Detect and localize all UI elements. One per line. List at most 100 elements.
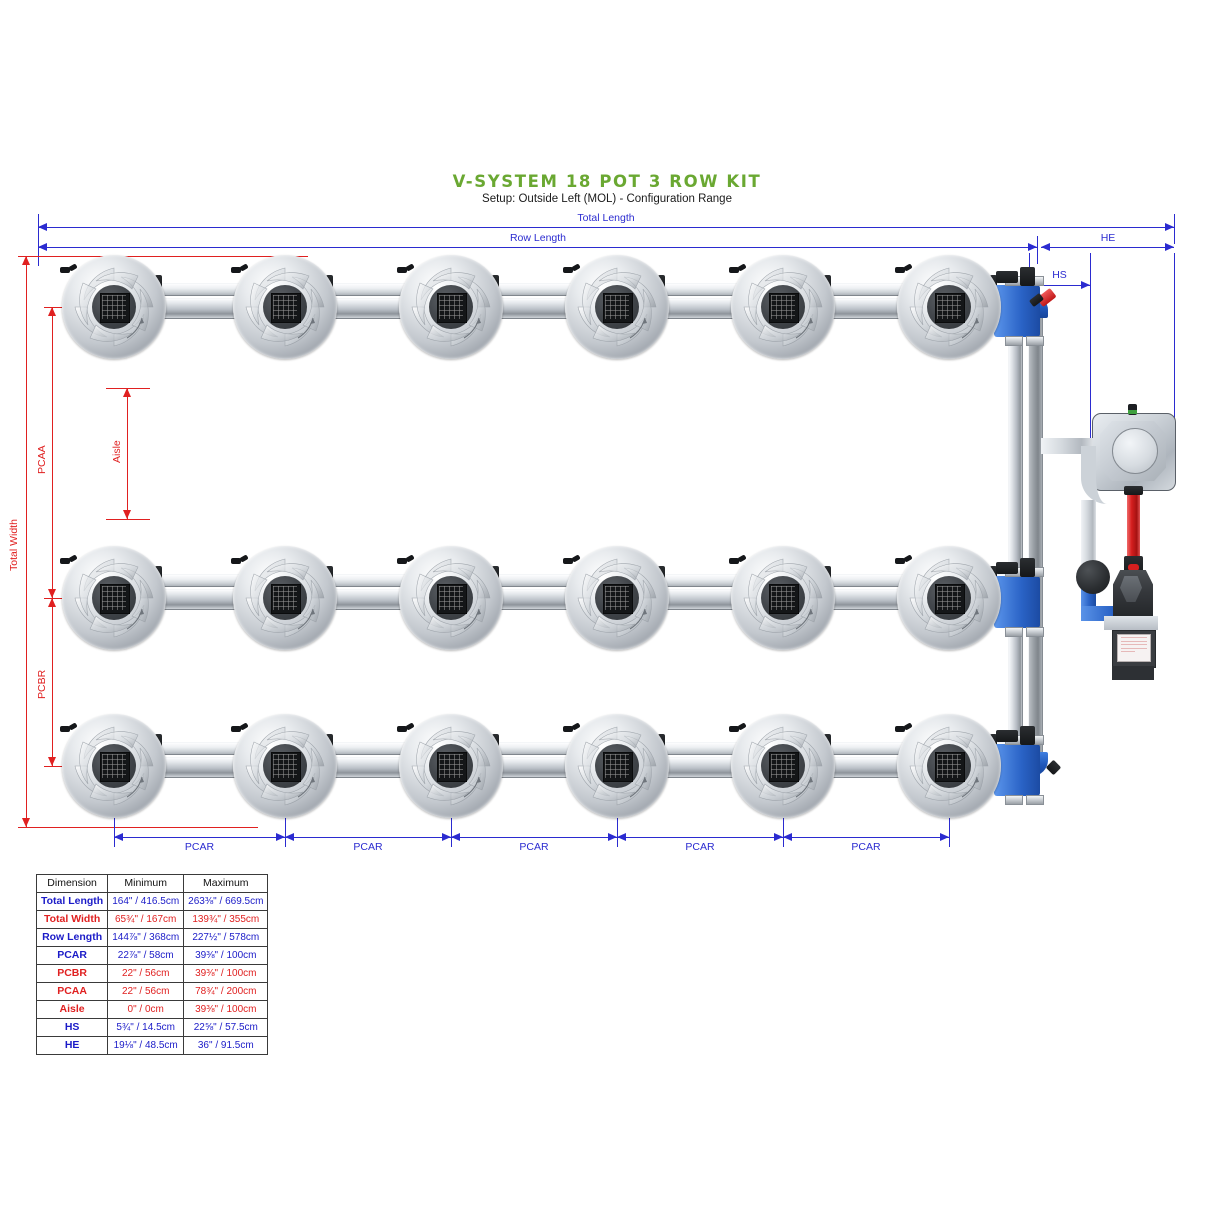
row-3-max: 39⅜" / 100cm [183, 946, 269, 965]
row-4-min: 22" / 56cm [107, 964, 185, 983]
pot-center-grid [102, 754, 126, 778]
row-5-max: 78¾" / 200cm [183, 982, 269, 1001]
pot-valve-fitting [729, 263, 749, 274]
dimline-aisle [127, 388, 128, 519]
row-8-name: HE [35, 1036, 109, 1055]
feed-pipe-bend [1081, 446, 1128, 504]
row-1-min: 65¾" / 167cm [107, 910, 185, 929]
controller-display [1117, 634, 1151, 662]
pot-r2-c5 [729, 546, 835, 650]
table-row: Total Length 164" / 416.5cm 263⅜" / 669.… [35, 892, 269, 911]
pot-swirl-pattern [577, 726, 657, 806]
label-total-width: Total Width [8, 519, 20, 571]
arrow-pcar-4-right [774, 833, 783, 841]
row-7-min: 5¾" / 14.5cm [107, 1018, 185, 1037]
feed-pipe-horizontal [1041, 438, 1093, 454]
pot-center-grid [102, 586, 126, 610]
ext-line-tw-top [18, 256, 308, 257]
dimline-pcar-1 [114, 837, 285, 838]
pot-valve-fitting [895, 263, 915, 274]
arrow-pcaa-bottom [48, 589, 56, 598]
pot-swirl-pattern [577, 558, 657, 638]
page-subtitle: Setup: Outside Left (MOL) - Configuratio… [482, 193, 732, 205]
pot-r1-c4 [563, 255, 669, 359]
pot-r1-c2 [231, 255, 337, 359]
ext-line-aisle-bottom [106, 519, 150, 520]
pot-valve-fitting [895, 554, 915, 565]
label-pcbr: PCBR [36, 669, 48, 699]
pot-center-grid [273, 754, 297, 778]
pot-valve-fitting [231, 554, 251, 565]
pot-swirl-pattern [245, 267, 325, 347]
pot-swirl-pattern [743, 558, 823, 638]
pot-valve-fitting [563, 722, 583, 733]
pot-r3-c6 [895, 714, 1001, 818]
dimline-pcar-3 [451, 837, 617, 838]
arrow-pcaa-top [48, 307, 56, 316]
pot-r1-c3 [397, 255, 503, 359]
label-he: HE [1100, 232, 1116, 244]
arrow-pcbr-top [48, 598, 56, 607]
row-3-clamp-bot-b [1026, 795, 1044, 805]
pot-r2-c3 [397, 546, 503, 650]
pot-r2-c2 [231, 546, 337, 650]
pot-center-grid [273, 295, 297, 319]
label-pcar-5: PCAR [851, 841, 881, 853]
row-2-riser-valve-stem [1020, 558, 1035, 577]
tank-vent-ring [1128, 410, 1137, 414]
pump-impeller-disc [1076, 560, 1110, 594]
pot-center-grid [771, 586, 795, 610]
pot-swirl-pattern [743, 267, 823, 347]
arrow-pcar-1-left [114, 833, 123, 841]
ext-line-tl-left [38, 214, 39, 266]
pot-r1-c1 [60, 255, 166, 359]
pot-r3-c2 [231, 714, 337, 818]
row-8-min: 19⅛" / 48.5cm [107, 1036, 185, 1055]
dimline-pcar-5 [783, 837, 949, 838]
dimline-row-length [38, 247, 1037, 248]
feed-pipe-vertical [1081, 500, 1096, 568]
row-2-max: 227½" / 578cm [183, 928, 269, 947]
row-1-riser-valve-stem [1020, 267, 1035, 286]
arrow-he-right [1165, 243, 1174, 251]
pot-r3-c4 [563, 714, 669, 818]
pot-center-grid [937, 754, 961, 778]
row-1-name: Total Width [35, 910, 109, 929]
row-6-max: 39⅜" / 100cm [183, 1000, 269, 1019]
pot-center-grid [102, 295, 126, 319]
arrow-pcar-5-right [940, 833, 949, 841]
row-2-riser-junction [994, 576, 1040, 628]
pot-swirl-pattern [577, 267, 657, 347]
pot-r1-c6 [895, 255, 1001, 359]
table-row: PCAR 22⅞" / 58cm 39⅜" / 100cm [35, 946, 269, 965]
pot-r3-c5 [729, 714, 835, 818]
pot-center-grid [605, 754, 629, 778]
pot-valve-fitting [397, 263, 417, 274]
row-2-riser-valve [996, 562, 1018, 574]
arrow-he-left [1041, 243, 1050, 251]
pot-valve-fitting [563, 263, 583, 274]
row-7-name: HS [35, 1018, 109, 1037]
dimension-table: Dimension Minimum Maximum Total Length 1… [35, 874, 269, 1055]
return-pipe-collar-top [1124, 486, 1143, 495]
arrow-tl-left [38, 223, 47, 231]
row-1-clamp-bot-b [1026, 336, 1044, 346]
col-maximum: Maximum [183, 874, 269, 893]
pot-swirl-pattern [245, 558, 325, 638]
row-0-name: Total Length [35, 892, 109, 911]
pot-swirl-pattern [74, 267, 154, 347]
pot-r2-c1 [60, 546, 166, 650]
pot-r2-c4 [563, 546, 669, 650]
row-7-max: 22⅝" / 57.5cm [183, 1018, 269, 1037]
arrow-rl-left [38, 243, 47, 251]
table-row: Row Length 144⅞" / 368cm 227½" / 578cm [35, 928, 269, 947]
pot-center-grid [439, 754, 463, 778]
dimline-pcaa [52, 307, 53, 598]
pot-swirl-pattern [411, 726, 491, 806]
return-pipe-red [1127, 492, 1140, 558]
pot-center-grid [771, 295, 795, 319]
table-body: Total Length 164" / 416.5cm 263⅜" / 669.… [35, 892, 269, 1055]
row-6-name: Aisle [35, 1000, 109, 1019]
pot-valve-fitting [60, 722, 80, 733]
label-pcaa: PCAA [36, 445, 48, 475]
